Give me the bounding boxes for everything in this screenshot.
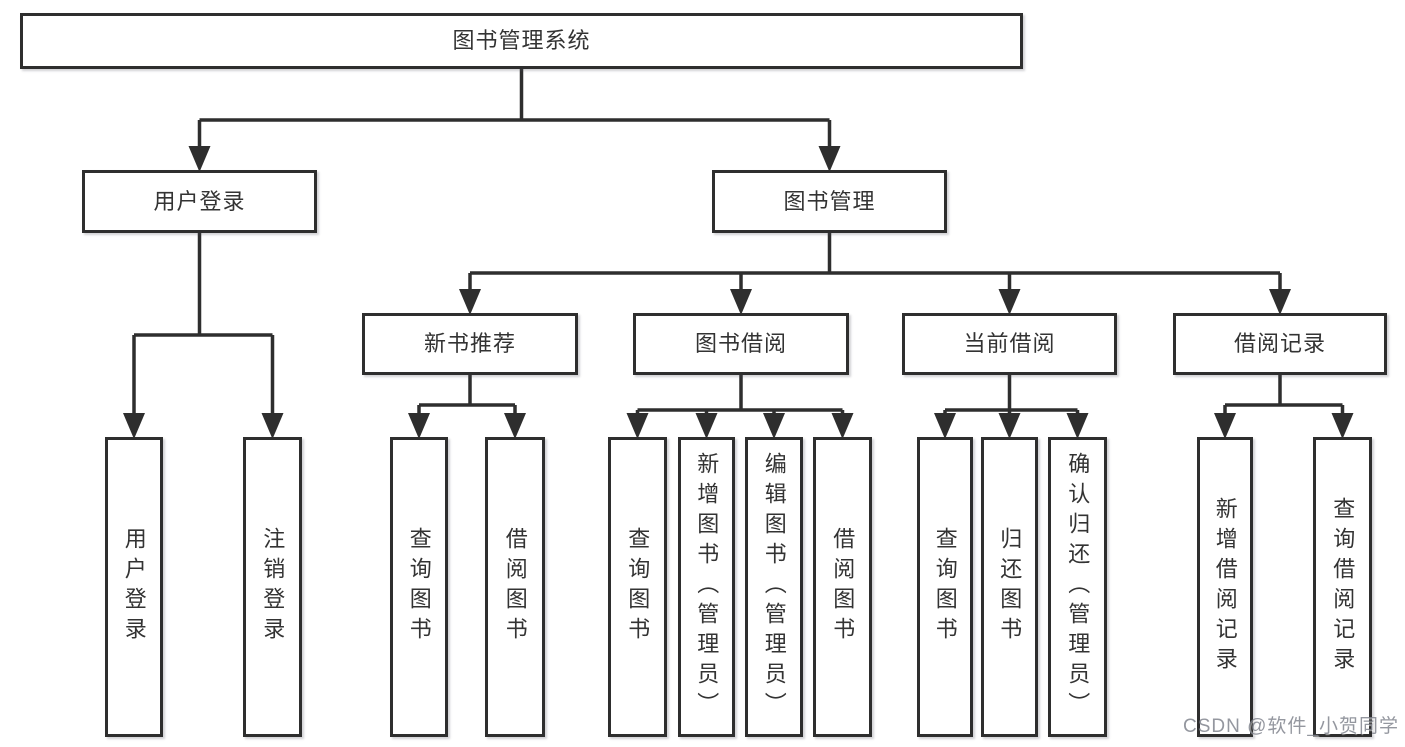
arrowhead-icon: [1066, 413, 1089, 439]
node-label: 查询借阅记录: [1330, 497, 1356, 677]
node-label: 借阅图书: [830, 527, 856, 647]
node-leaf-cb-return: 归还图书: [981, 437, 1038, 737]
edge-group-root: [197, 69, 832, 157]
node-label: 新增图书（管理员）: [694, 452, 720, 722]
node-label: 借阅图书: [502, 527, 528, 647]
node-label: 注销登录: [260, 527, 286, 647]
node-book-mgmt: 图书管理: [712, 170, 947, 233]
node-label: 借阅记录: [1233, 331, 1326, 357]
edge-group-new-books: [417, 375, 517, 424]
node-label: 图书管理系统: [452, 28, 591, 54]
arrowhead-icon: [730, 289, 752, 315]
arrowhead-icon: [626, 413, 649, 439]
node-current-borrow: 当前借阅: [902, 313, 1117, 375]
node-label: 图书管理: [783, 188, 876, 214]
arrowhead-icon: [1331, 413, 1354, 439]
arrowhead-icon: [998, 413, 1021, 439]
edge-group-user-login: [132, 233, 275, 424]
node-user-login: 用户登录: [82, 170, 317, 233]
arrowhead-icon: [504, 413, 526, 439]
edge-group-book-mgmt: [468, 233, 1282, 300]
node-new-books: 新书推荐: [362, 313, 578, 375]
arrowhead-icon: [459, 289, 481, 315]
node-leaf-logout: 注销登录: [243, 437, 302, 737]
node-book-borrow: 图书借阅: [633, 313, 849, 375]
node-leaf-bb-edit: 编辑图书（管理员）: [745, 437, 803, 737]
arrowhead-icon: [408, 413, 430, 439]
node-root: 图书管理系统: [20, 13, 1023, 69]
node-label: 新增借阅记录: [1212, 497, 1238, 677]
arrowhead-icon: [695, 413, 718, 439]
arrowhead-icon: [818, 146, 841, 172]
node-borrow-records: 借阅记录: [1173, 313, 1387, 375]
node-leaf-nb-query: 查询图书: [390, 437, 448, 737]
node-label: 查询图书: [406, 527, 432, 647]
node-label: 当前借阅: [963, 331, 1056, 357]
node-label: 确认归还（管理员）: [1065, 452, 1091, 722]
edge-group-borrow-records: [1223, 375, 1345, 424]
arrowhead-icon: [123, 413, 145, 439]
node-leaf-bb-query: 查询图书: [608, 437, 667, 737]
node-leaf-cb-query: 查询图书: [917, 437, 973, 737]
node-label: 查询图书: [932, 527, 958, 647]
node-label: 归还图书: [997, 527, 1023, 647]
node-leaf-br-add: 新增借阅记录: [1197, 437, 1253, 737]
arrowhead-icon: [831, 413, 854, 439]
node-leaf-user-login: 用户登录: [105, 437, 163, 737]
arrowhead-icon: [188, 146, 211, 172]
arrowhead-icon: [998, 289, 1021, 315]
node-leaf-bb-add: 新增图书（管理员）: [678, 437, 735, 737]
watermark: CSDN @软件_小贺同学: [1183, 716, 1399, 737]
node-label: 图书借阅: [694, 331, 787, 357]
node-label: 新书推荐: [423, 331, 516, 357]
node-label: 查询图书: [625, 527, 651, 647]
node-label: 用户登录: [121, 527, 147, 647]
node-label: 编辑图书（管理员）: [761, 452, 787, 722]
node-leaf-nb-borrow: 借阅图书: [485, 437, 545, 737]
arrowhead-icon: [1214, 413, 1236, 439]
node-label: 用户登录: [153, 188, 246, 214]
node-leaf-br-query: 查询借阅记录: [1313, 437, 1372, 737]
arrowhead-icon: [1269, 289, 1291, 315]
node-leaf-cb-confirm: 确认归还（管理员）: [1048, 437, 1107, 737]
arrowhead-icon: [934, 413, 956, 439]
arrowhead-icon: [763, 413, 785, 439]
node-leaf-bb-borrow: 借阅图书: [813, 437, 872, 737]
arrowhead-icon: [261, 413, 284, 439]
